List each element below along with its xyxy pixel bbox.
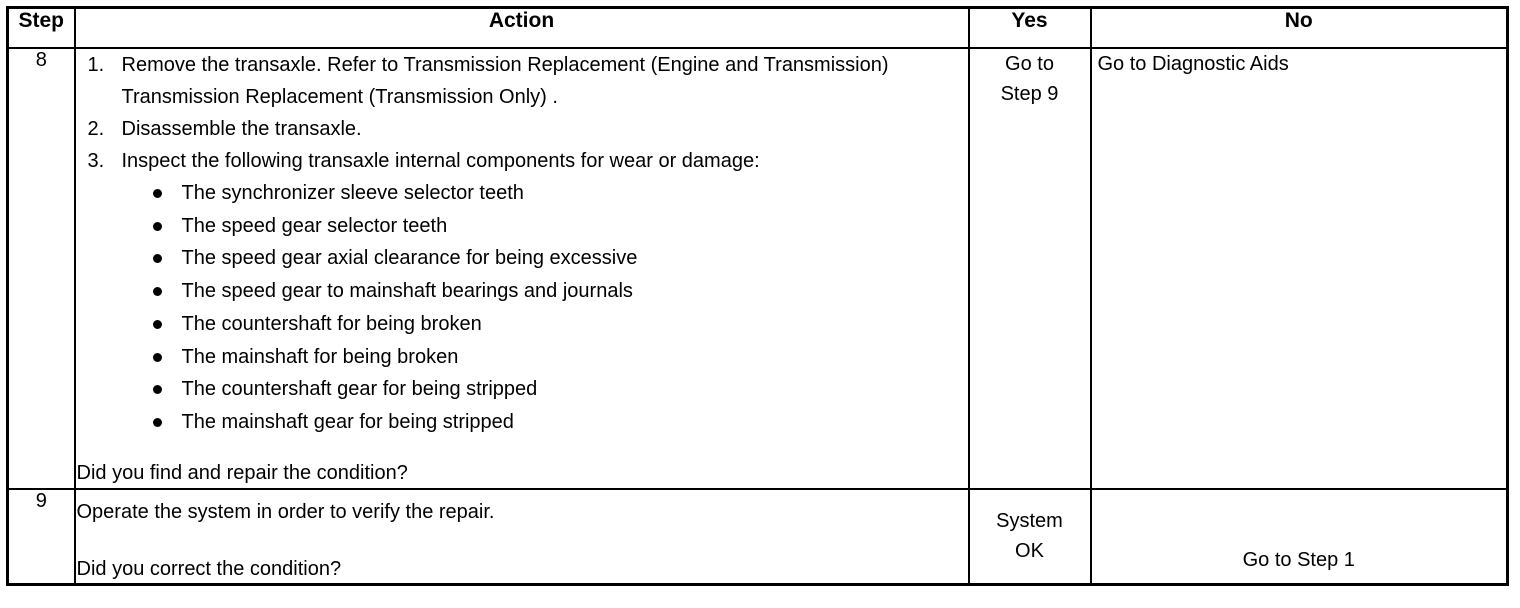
list-item: Disassemble the transaxle. <box>88 113 362 145</box>
list-item: The synchronizer sleeve selector teeth <box>146 177 968 210</box>
yes-cell: System OK <box>967 487 1092 586</box>
list-item: The speed gear axial clearance for being… <box>146 242 968 275</box>
action-cell: Remove the transaxle. Refer to Transmiss… <box>73 47 970 490</box>
column-header-step: Step <box>6 6 76 49</box>
list-item: The countershaft for being broken <box>146 308 968 341</box>
component-inspection-bullet-list: The synchronizer sleeve selector teeth T… <box>76 177 968 439</box>
spacer <box>76 526 968 555</box>
list-item: The mainshaft gear for being stripped <box>146 406 968 439</box>
numbered-instruction-list: Remove the transaxle. Refer to Transmiss… <box>76 49 968 177</box>
yes-cell: Go to Step 9 <box>967 47 1092 490</box>
list-item-label: The mainshaft for being broken <box>181 345 459 368</box>
list-item: Remove the transaxle. Refer to Transmiss… <box>88 49 889 108</box>
table-row: 9 Operate the system in order to verify … <box>6 487 1509 586</box>
step-number-cell: 9 <box>6 487 76 586</box>
yes-line-2: OK <box>1015 540 1044 563</box>
yes-line-1: Go to <box>1005 53 1054 75</box>
step-number-cell: 8 <box>6 47 76 490</box>
bullet-icon <box>152 385 162 395</box>
column-header-action: Action <box>73 6 970 49</box>
action-cell: Operate the system in order to verify th… <box>73 487 970 586</box>
list-item-label: The countershaft for being broken <box>181 312 482 335</box>
bullet-icon <box>152 287 162 297</box>
table-row: 8 Remove the transaxle. Refer to Transmi… <box>6 47 1509 490</box>
list-item: The speed gear to mainshaft bearings and… <box>146 275 968 308</box>
action-question: Did you find and repair the condition? <box>76 461 408 484</box>
list-item: The mainshaft for being broken <box>146 341 968 374</box>
action-instruction: Operate the system in order to verify th… <box>76 500 495 523</box>
bullet-icon <box>152 417 162 427</box>
list-item-label: The synchronizer sleeve selector teeth <box>181 182 524 204</box>
yes-line-1: System <box>996 510 1063 533</box>
column-header-no: No <box>1089 6 1509 49</box>
list-item: The speed gear selector teeth <box>146 210 968 243</box>
list-item: The countershaft gear for being stripped <box>146 373 968 406</box>
list-item: Inspect the following transaxle internal… <box>88 145 760 177</box>
list-item-label: The countershaft gear for being stripped <box>181 378 538 401</box>
bullet-icon <box>152 189 162 198</box>
yes-line-2: Step 9 <box>1000 83 1059 105</box>
list-item-label: The speed gear selector teeth <box>181 214 448 237</box>
table-header-row: Step Action Yes No <box>6 6 1509 49</box>
list-item-label: The mainshaft gear for being stripped <box>181 410 514 433</box>
no-cell: Go to Diagnostic Aids <box>1089 47 1509 490</box>
list-item-label: The speed gear to mainshaft bearings and… <box>181 280 633 303</box>
bullet-icon <box>152 221 162 231</box>
list-item-label: The speed gear axial clearance for being… <box>181 247 638 270</box>
action-question: Did you correct the condition? <box>76 557 342 580</box>
diagnostic-procedure-table: Step Action Yes No 8 Remove the transaxl… <box>6 6 1509 586</box>
bullet-icon <box>152 319 162 329</box>
column-header-yes: Yes <box>967 6 1092 49</box>
bullet-icon <box>152 254 162 264</box>
no-cell: Go to Step 1 <box>1089 487 1509 586</box>
bullet-icon <box>152 352 162 362</box>
